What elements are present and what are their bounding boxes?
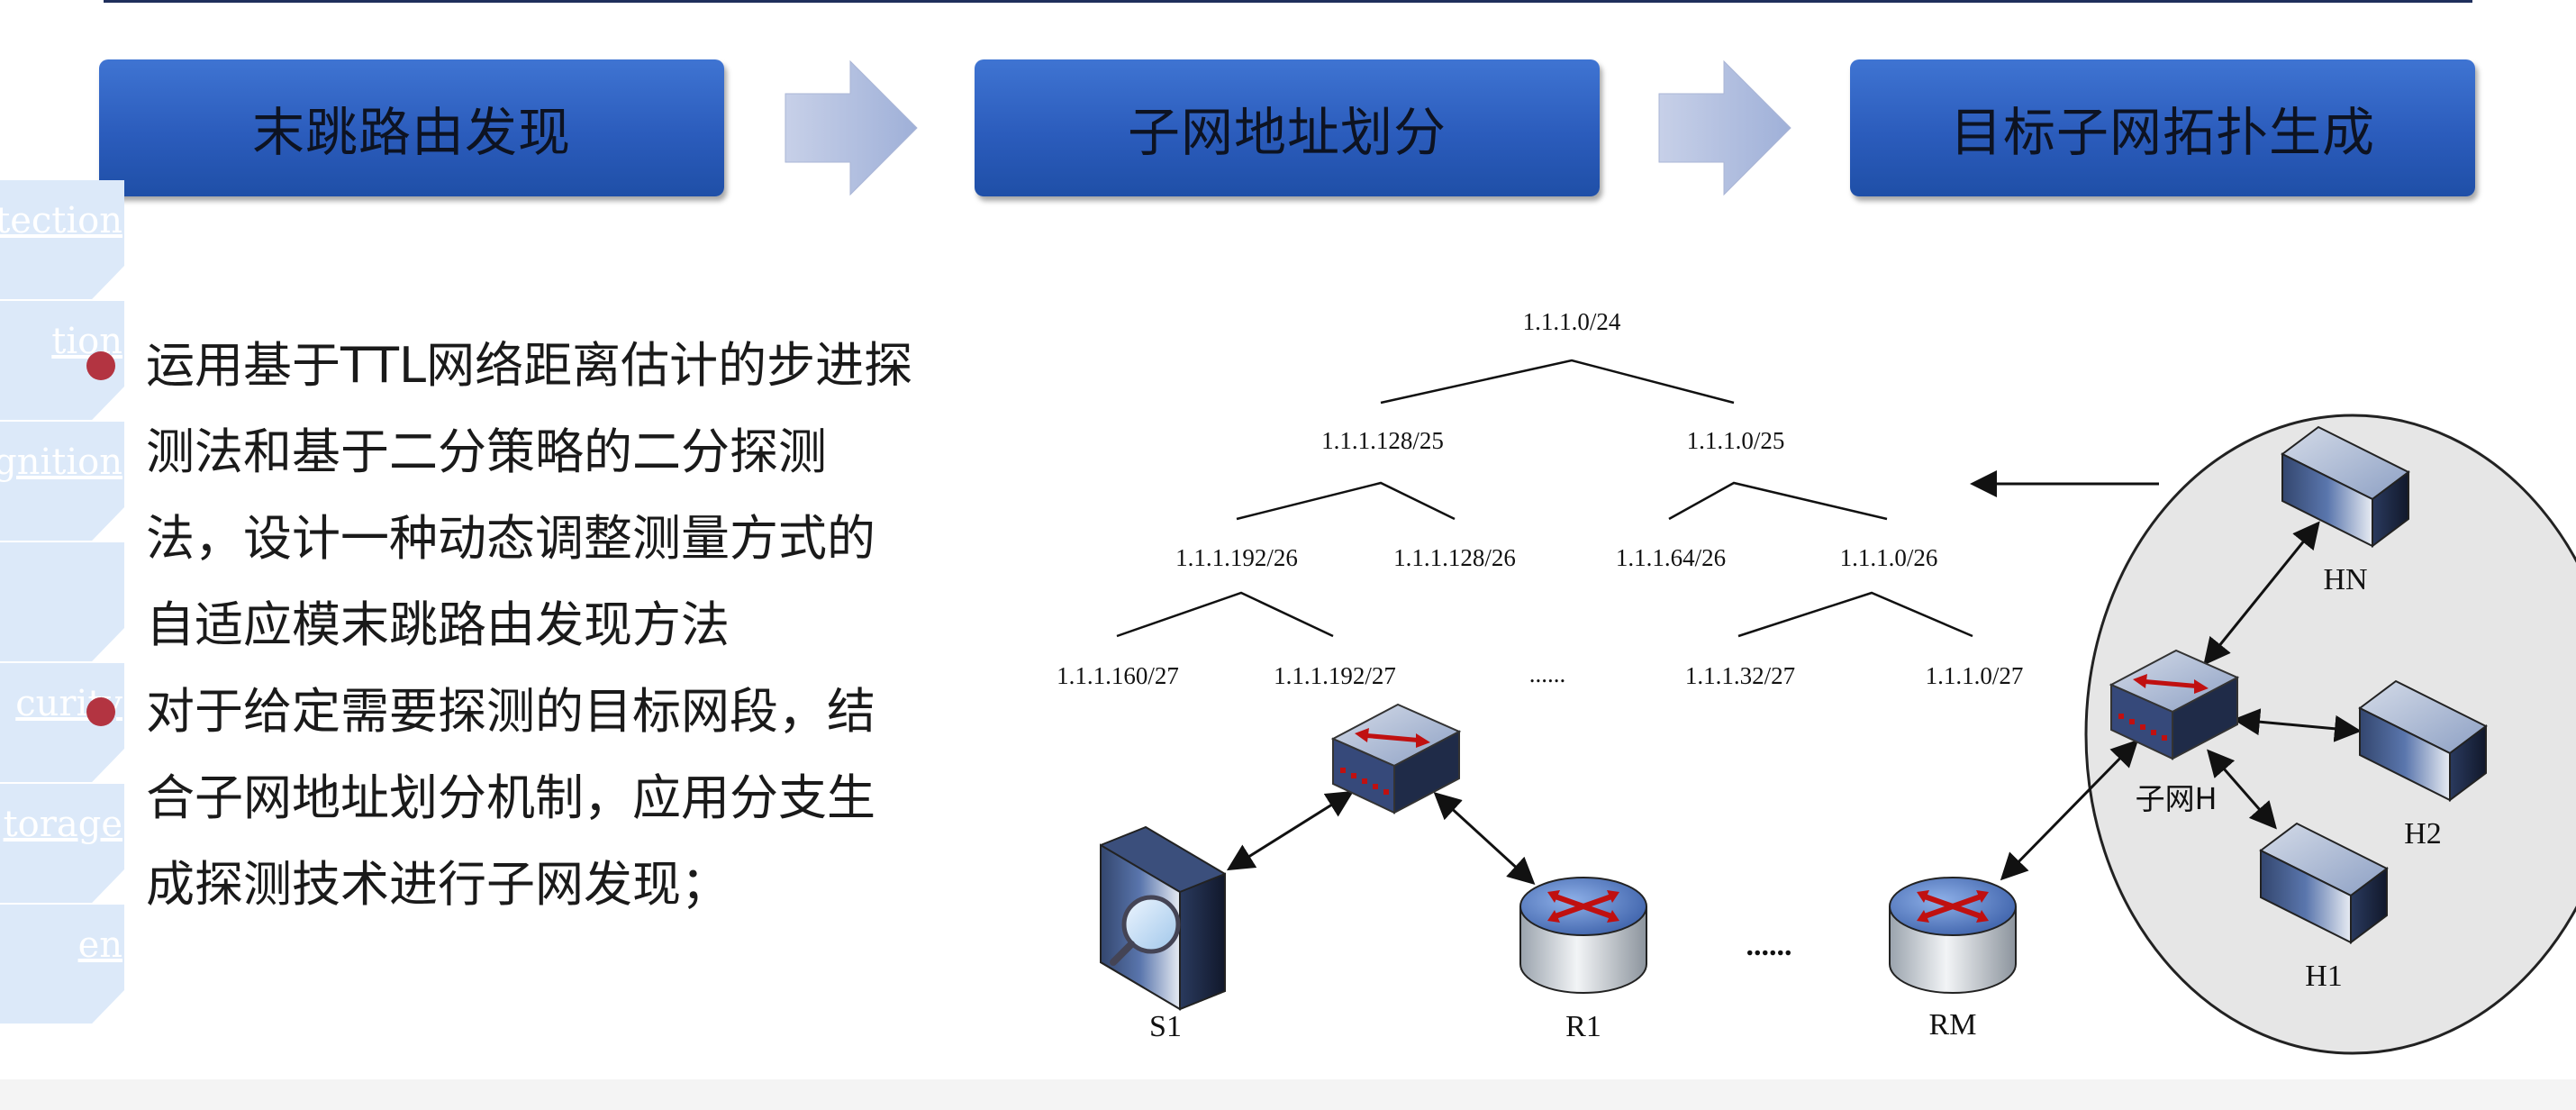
tree-edge (1236, 481, 1456, 521)
bullet-list: 运用基于TTL网络距离估计的步进探测法和基于二分策略的二分探测法，设计一种动态调… (81, 323, 919, 928)
router-icon (1519, 877, 1647, 994)
address-tree: 1.1.1.0/24 1.1.1.128/25 1.1.1.0/25 1.1.1… (1057, 308, 2023, 689)
bullet-text: 运用基于TTL网络距离估计的步进探测法和基于二分策略的二分探测法，设计一种动态调… (146, 337, 913, 653)
host-icon (2358, 679, 2488, 802)
device-label-r1: R1 (1565, 1010, 1601, 1043)
side-tab[interactable]: gnition (0, 422, 124, 541)
step-topology-generation: 目标子网拓扑生成 (1850, 59, 2475, 196)
step-label: 子网地址划分 (1127, 102, 1447, 163)
bottom-band (0, 1079, 2576, 1110)
tree-node: 1.1.1.192/27 (1274, 662, 1396, 689)
tree-node: 1.1.1.64/26 (1616, 544, 1726, 571)
link-switch-r1 (1433, 791, 1536, 886)
step-arrow-icon (785, 59, 918, 196)
side-nav: tection tion gnition curity torage en (0, 180, 124, 1025)
tree-ellipsis: ...... (1529, 660, 1566, 687)
host-icon (2259, 822, 2389, 944)
bullet-dot-icon (86, 697, 115, 726)
top-rule (104, 0, 2472, 3)
bullet-item: 对于给定需要探测的目标网段，结合子网地址划分机制，应用分支生成探测技术进行子网发… (81, 669, 919, 928)
step-last-hop-discovery: 末跳路由发现 (99, 59, 724, 196)
device-label-rm: RM (1929, 1008, 1977, 1042)
bullet-text: 对于给定需要探测的目标网段，结合子网地址划分机制，应用分支生成探测技术进行子网发… (146, 683, 875, 913)
link-switch-s1 (1226, 790, 1355, 871)
link-subnet-hn (2203, 521, 2320, 666)
search-server-icon (1100, 825, 1226, 1011)
tree-node: 1.1.1.128/25 (1321, 427, 1444, 454)
link-subnet-rm (2000, 739, 2139, 881)
device-ellipsis: ...... (1746, 929, 1792, 962)
link-subnet-h2 (2233, 708, 2362, 742)
tree-node: 1.1.1.32/27 (1685, 662, 1795, 689)
tree-edge (1737, 591, 1973, 638)
step-label: 末跳路由发现 (251, 102, 571, 163)
switch-icon (1330, 703, 1462, 814)
device-label-s1: S1 (1149, 1010, 1182, 1043)
subnet-label: 子网H (2136, 781, 2218, 816)
side-tab[interactable]: tection (0, 180, 124, 299)
device-label-hn: HN (2323, 563, 2367, 596)
step-subnet-partition: 子网地址划分 (975, 59, 1600, 196)
router-icon (1889, 877, 2017, 994)
host-icon (2281, 425, 2410, 548)
tree-node: 1.1.1.192/26 (1175, 544, 1298, 571)
bullet-item: 运用基于TTL网络距离估计的步进探测法和基于二分策略的二分探测法，设计一种动态调… (81, 323, 919, 669)
step-arrow-icon (1658, 59, 1791, 196)
side-tab[interactable]: torage (0, 784, 124, 903)
tree-node: 1.1.1.0/26 (1840, 544, 1938, 571)
step-label: 目标子网拓扑生成 (1949, 102, 2375, 163)
tree-edge (1380, 359, 1735, 405)
tree-node: 1.1.1.0/27 (1926, 662, 2024, 689)
subnet-switch-icon (2109, 649, 2240, 760)
tree-edge (1116, 591, 1334, 638)
tree-node: 1.1.1.128/26 (1393, 544, 1516, 571)
device-label-h2: H2 (2404, 817, 2442, 851)
tree-node: 1.1.1.160/27 (1057, 662, 1179, 689)
tree-edge (1668, 481, 1888, 521)
side-tab[interactable] (0, 542, 124, 661)
device-label-h1: H1 (2305, 960, 2343, 993)
tree-root: 1.1.1.0/24 (1523, 308, 1621, 335)
link-subnet-h1 (2207, 749, 2277, 830)
tree-node: 1.1.1.0/25 (1687, 427, 1785, 454)
side-tab[interactable]: en (0, 905, 124, 1024)
bullet-dot-icon (86, 351, 115, 380)
